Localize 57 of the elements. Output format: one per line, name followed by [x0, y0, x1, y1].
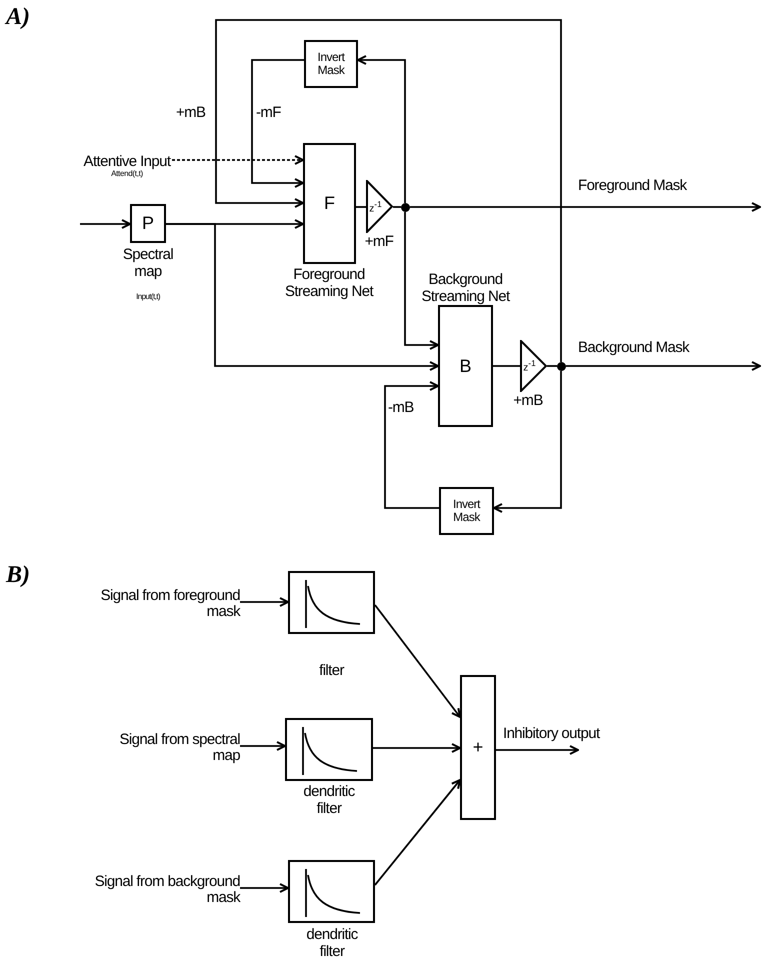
block-caption: dendritic filter: [302, 784, 356, 817]
panel-label: A): [6, 4, 30, 31]
edge-label: Inhibitory output: [503, 726, 600, 741]
arrow: [240, 597, 289, 607]
arrow: [373, 743, 461, 753]
arrow: [251, 59, 304, 188]
invert-mask-box: Invert Mask: [439, 487, 494, 535]
invert-mask-box: Invert Mask: [304, 40, 358, 88]
arrow: [240, 883, 289, 893]
input-label: Signal from foreground mask: [100, 588, 240, 620]
input-sublabel: Input(t,t): [135, 293, 161, 302]
arrow: [566, 361, 761, 371]
gain-triangle: z$^{-1}$: [520, 340, 547, 392]
block-caption: +mF: [364, 234, 394, 250]
arrow: [374, 779, 461, 886]
process-box: B: [438, 305, 493, 427]
edge-label: Foreground Mask: [578, 178, 687, 193]
block-caption: +mB: [512, 393, 544, 410]
connector-line: [547, 365, 557, 367]
process-box: P: [130, 204, 166, 243]
process-box: F: [303, 143, 356, 264]
junction-dot: [557, 362, 566, 371]
edge-label: -mF: [256, 105, 281, 120]
connector-line: [393, 206, 401, 208]
arrow: [80, 219, 131, 229]
block-caption: filter: [318, 663, 346, 680]
input-label: Signal from background mask: [94, 874, 240, 906]
block-caption: Spectral map: [122, 247, 174, 280]
arrow: [374, 604, 461, 718]
filter-box: [285, 718, 373, 781]
summing-box: +: [460, 675, 496, 820]
input-label: Signal from spectral map: [118, 732, 240, 764]
arrow: [240, 741, 286, 751]
panel-label: B): [6, 562, 30, 589]
junction-dot: [401, 203, 410, 212]
edge-label: Background Mask: [578, 340, 690, 355]
block-caption: Foreground Streaming Net: [284, 267, 374, 300]
arrow: [410, 202, 761, 212]
filter-box: [288, 571, 375, 634]
edge-label: +mB: [176, 105, 206, 120]
connector-line: [493, 365, 520, 367]
input-sublabel: Attend(t,t): [111, 169, 143, 178]
edge-label: -mB: [388, 400, 414, 415]
arrow: [172, 155, 304, 165]
arrow: [166, 223, 439, 371]
gain-triangle: z$^{-1}$: [366, 180, 393, 233]
arrow: [357, 55, 406, 203]
connector-line: [356, 206, 366, 208]
arrow: [496, 745, 579, 755]
arrow: [384, 381, 439, 509]
arrow: [215, 19, 562, 362]
block-caption: Background Streaming Net: [420, 272, 511, 305]
input-label: Attentive Input: [84, 154, 170, 170]
arrow: [404, 212, 439, 350]
block-caption: dendritic filter: [305, 927, 359, 960]
filter-box: [288, 860, 375, 923]
arrow: [493, 371, 562, 513]
